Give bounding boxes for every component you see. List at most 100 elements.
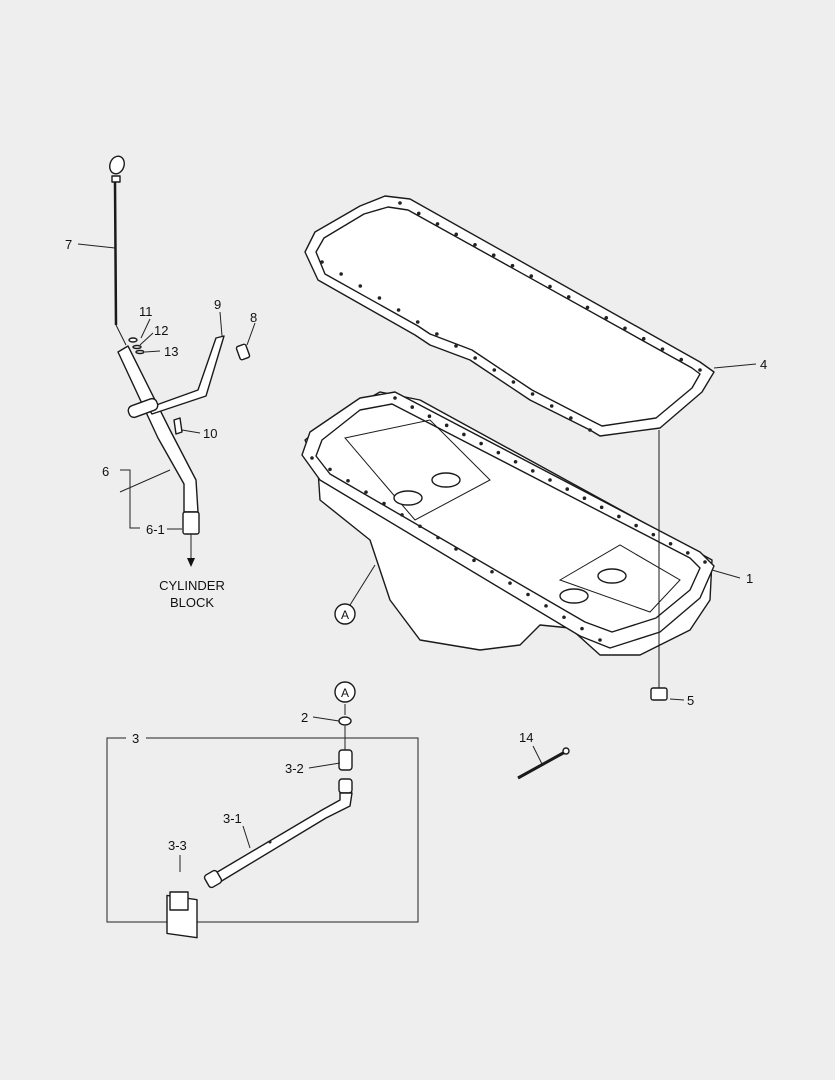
bolt-hole — [588, 428, 592, 432]
callout-6-1: 6-1 — [146, 522, 165, 537]
bolt-hole — [320, 260, 324, 264]
bolt-hole — [398, 201, 402, 205]
bolt-hole — [548, 284, 552, 289]
bolt-hole — [346, 478, 350, 483]
bolt-hole — [604, 316, 609, 320]
callout-12: 12 — [154, 323, 168, 338]
bolt-hole — [679, 357, 684, 362]
bolt-hole — [358, 284, 363, 288]
callout-3-3: 3-3 — [168, 838, 187, 853]
oil-level-gauge — [517, 747, 570, 780]
bolt-hole — [530, 469, 535, 473]
bolt-hole — [599, 505, 604, 510]
callout-1: 1 — [746, 571, 753, 586]
bolt-hole — [634, 523, 638, 528]
bolt-hole — [415, 320, 420, 324]
bolt-hole — [668, 541, 673, 546]
dipstick-guide-tube — [117, 345, 200, 567]
bolt-hole — [396, 308, 401, 312]
bolt-hole — [549, 404, 554, 408]
bolt-hole — [565, 487, 570, 491]
bolt-hole — [444, 423, 449, 428]
callout-11: 11 — [139, 304, 153, 319]
bolt-hole — [490, 569, 494, 574]
oil-pan — [301, 391, 715, 656]
bolt-hole — [580, 626, 584, 631]
bolt-hole — [462, 432, 466, 437]
bolt-hole — [454, 344, 458, 348]
dipstick — [109, 155, 127, 346]
bolt-hole — [510, 263, 515, 268]
bolt-hole — [400, 513, 404, 517]
callout-10: 10 — [203, 426, 217, 441]
bolt-hole — [698, 368, 702, 372]
bolt-hole — [582, 496, 587, 501]
bolt-hole — [548, 478, 552, 482]
bolt-hole — [651, 532, 656, 537]
bolt-hole — [492, 368, 497, 372]
oil-pan-gasket — [304, 195, 715, 437]
bolt-hole — [623, 326, 627, 331]
bolt-hole — [479, 441, 483, 446]
leader-lines — [77, 243, 757, 872]
drain-plug — [650, 430, 668, 701]
bolt-hole — [566, 295, 571, 299]
bolt-hole — [491, 253, 496, 257]
bolt-hole — [511, 380, 516, 384]
bolt-hole — [513, 459, 518, 464]
bolt-hole — [641, 336, 646, 341]
bolt-hole — [310, 456, 314, 460]
bolt-hole — [660, 347, 665, 351]
reference-circle-a — [334, 681, 356, 703]
bolt-hole — [508, 581, 512, 585]
bolt-hole — [454, 547, 458, 551]
bolt-hole — [526, 592, 530, 597]
tube-bracket — [127, 335, 251, 435]
bolt-hole — [617, 514, 621, 519]
bolt-hole — [339, 272, 343, 276]
bolt-hole — [435, 332, 439, 336]
bolt-hole — [377, 296, 382, 300]
annotation-block: BLOCK — [170, 595, 214, 610]
oil-strainer-assembly — [106, 704, 419, 939]
bolt-hole — [529, 274, 534, 278]
bolt-hole — [410, 405, 415, 409]
bolt-hole — [393, 396, 397, 400]
bolt-hole — [473, 242, 477, 247]
bolt-hole — [544, 604, 548, 608]
bolt-hole — [454, 232, 459, 237]
reference-a-label: A — [341, 608, 349, 622]
callout-13: 13 — [164, 344, 178, 359]
annotation-cylinder: CYLINDER — [159, 578, 225, 593]
callout-9: 9 — [214, 297, 221, 312]
bolt-hole — [416, 211, 421, 216]
bolt-hole — [418, 524, 422, 529]
bolt-hole — [436, 535, 440, 540]
bolt-hole — [473, 356, 477, 360]
bolt-hole — [703, 560, 707, 564]
bolt-hole — [530, 392, 535, 396]
bolt-hole — [585, 305, 590, 310]
bolt-hole — [328, 467, 332, 472]
bolt-hole — [427, 414, 432, 419]
bolt-hole — [435, 222, 440, 226]
callout-3-1: 3-1 — [223, 811, 242, 826]
callout-6: 6 — [102, 464, 109, 479]
callout-5: 5 — [687, 693, 694, 708]
callout-14: 14 — [519, 730, 533, 745]
callout-2: 2 — [301, 710, 308, 725]
bolt-hole — [364, 490, 368, 494]
bolt-hole — [562, 615, 566, 620]
bolt-hole — [496, 450, 501, 455]
callout-3: 3 — [132, 731, 139, 746]
callout-7: 7 — [65, 237, 72, 252]
bolt-hole — [382, 501, 386, 506]
bolt-hole — [598, 638, 602, 642]
bolt-hole — [472, 558, 476, 563]
reference-circle-a — [334, 603, 356, 625]
callout-8: 8 — [250, 310, 257, 325]
reference-a-label: A — [341, 686, 349, 700]
bolt-hole — [569, 416, 573, 420]
callout-3-2: 3-2 — [285, 761, 304, 776]
